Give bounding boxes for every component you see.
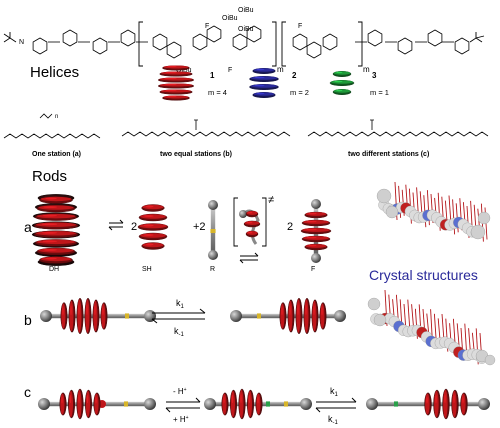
f-label-3: F: [228, 67, 232, 74]
rod-c-middle-icon: [204, 388, 312, 420]
helix-1-number: 1: [210, 71, 215, 80]
helix-2-m: m = 2: [290, 88, 309, 97]
rod-b-left-icon: [40, 297, 156, 335]
helix-3-icon: [329, 71, 355, 95]
rod-a-structure: n: [3, 113, 101, 139]
rod-c-structure: [307, 119, 489, 137]
row-c-letter: c: [24, 384, 31, 400]
helix-1-m: m = 4: [208, 88, 227, 97]
rod-f-icon: [300, 199, 332, 263]
row-b-letter: b: [24, 312, 32, 328]
label-f: F: [311, 266, 315, 273]
crystal-structures-label: Crystal structures: [369, 267, 478, 283]
oibu-top-1: OiBu: [238, 7, 254, 14]
rod-c-left-icon: [38, 388, 156, 420]
k1-label-c: k1: [330, 386, 339, 398]
rod-c-label: two different stations (c): [348, 151, 429, 158]
rod-c-right-icon: [366, 388, 490, 420]
row-a-letter: a: [24, 219, 32, 235]
rod-a-n-index: n: [55, 114, 58, 120]
k-1-label-b: k-1: [174, 326, 184, 338]
coef-sh: 2: [131, 221, 137, 233]
label-sh: SH: [142, 266, 152, 273]
equilibrium-arrows-a2: [239, 252, 259, 264]
oibu-top-3: OiBu: [238, 26, 254, 33]
equilibrium-arrows-c1: [165, 397, 201, 413]
rod-b-label: two equal stations (b): [160, 151, 232, 158]
helix-2-icon: [249, 68, 279, 98]
k1-label-b: k1: [176, 298, 185, 310]
transition-state-icon: [233, 197, 267, 247]
helix-3-m: m = 1: [370, 88, 389, 97]
helix-1-icon: [157, 65, 195, 101]
oligoamide-structure: N m m OiBu OiBu OiBu F F F OiBu: [3, 7, 485, 74]
repeat-m-1: m: [277, 65, 284, 74]
rod-b-right-icon: [230, 297, 346, 335]
n-label: N: [19, 39, 24, 46]
k-1-label-c: k-1: [328, 414, 338, 426]
equilibrium-arrows-a1: [108, 219, 124, 231]
rod-a-label: One station (a): [32, 151, 81, 158]
double-helix-dh-icon: [31, 194, 81, 266]
label-r: R: [210, 266, 215, 273]
crystal-structure-2-image: [367, 289, 496, 366]
oibu-bottom: OiBu: [176, 67, 192, 74]
ts-symbol: ≠: [268, 194, 274, 206]
label-dh: DH: [49, 266, 59, 273]
coef-f: 2: [287, 221, 293, 233]
rod-b-structure: [121, 119, 291, 137]
equilibrium-arrows-c2: [315, 397, 357, 413]
oibu-top-2: OiBu: [222, 15, 238, 22]
coef-r: +2: [193, 221, 206, 233]
repeat-m-2: m: [363, 65, 370, 74]
helix-3-number: 3: [372, 71, 377, 80]
rod-r-icon: [208, 200, 218, 260]
crystal-structure-1-image: [376, 181, 491, 242]
equilibrium-arrows-b: [151, 308, 206, 324]
helix-2-number: 2: [292, 71, 297, 80]
plus-h-label: + H+: [173, 415, 189, 424]
minus-h-label: - H+: [173, 387, 187, 396]
rods-heading: Rods: [32, 168, 67, 185]
single-helix-sh-icon: [137, 204, 169, 250]
helices-heading: Helices: [30, 64, 79, 81]
f-label-1: F: [205, 23, 209, 30]
f-label-2: F: [298, 23, 302, 30]
